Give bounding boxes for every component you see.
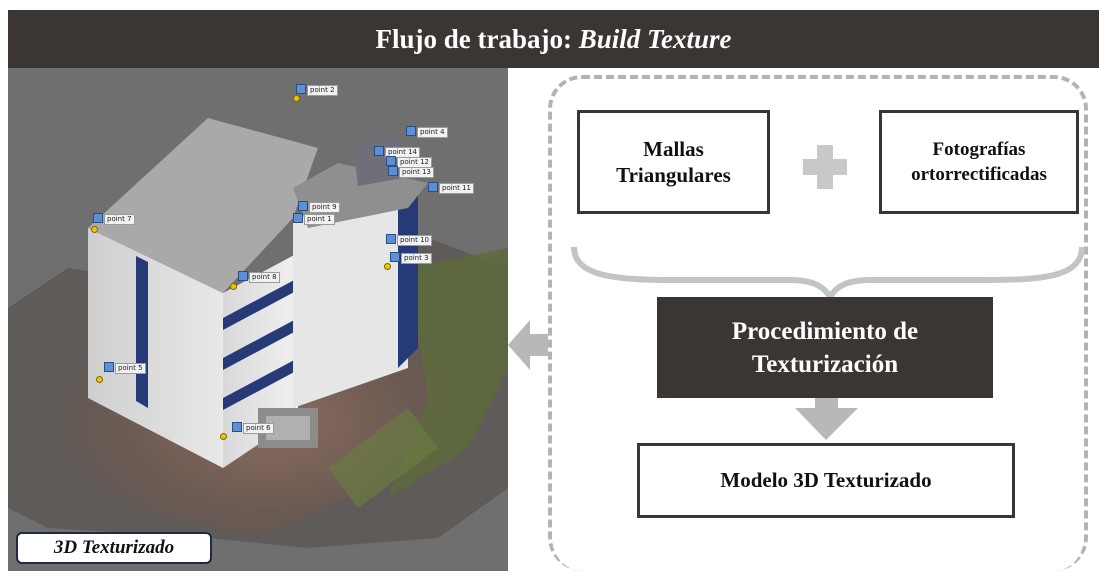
modelo-3d-box: Modelo 3D Texturizado	[637, 443, 1015, 518]
point-marker	[96, 376, 103, 383]
title-prefix: Flujo de trabajo:	[375, 23, 572, 54]
point-flag-icon	[104, 362, 114, 372]
point-label: point 6	[243, 423, 274, 434]
point-marker	[384, 263, 391, 270]
fotos-line2: ortorrectificadas	[911, 164, 1047, 185]
point-flag-icon	[298, 201, 308, 211]
point-flag-icon	[374, 146, 384, 156]
point-label: point 8	[249, 272, 280, 283]
point-flag-icon	[406, 126, 416, 136]
point-marker	[91, 226, 98, 233]
plus-icon	[803, 145, 847, 189]
point-flag-icon	[238, 271, 248, 281]
point-label: point 13	[399, 167, 434, 178]
point-label: point 5	[115, 363, 146, 374]
point-label: point 7	[104, 214, 135, 225]
point-label: point 2	[307, 85, 338, 96]
title-banner: Flujo de trabajo: Build Texture	[8, 10, 1099, 68]
procedimiento-box: Procedimiento de Texturización	[657, 297, 993, 398]
point-label: point 3	[401, 253, 432, 264]
procedimiento-line1: Procedimiento de	[731, 317, 919, 345]
left-arrow-icon	[508, 320, 548, 370]
down-arrow-icon	[795, 398, 858, 440]
point-marker	[220, 433, 227, 440]
model-caption: 3D Texturizado	[16, 532, 212, 564]
point-marker	[293, 95, 300, 102]
point-label: point 9	[309, 202, 340, 213]
fotos-line1: Fotografías	[932, 139, 1026, 160]
procedimiento-line2: Texturización	[751, 350, 899, 378]
dashed-workflow-frame	[548, 75, 1088, 571]
point-flag-icon	[386, 234, 396, 244]
mallas-line1: Mallas	[643, 137, 704, 161]
point-flag-icon	[232, 422, 242, 432]
building-render-illustration	[8, 68, 508, 571]
mallas-line2: Triangulares	[616, 163, 731, 187]
point-label: point 4	[417, 127, 448, 138]
mallas-triangulares-box: Mallas Triangulares	[577, 110, 770, 214]
point-label: point 1	[304, 214, 335, 225]
title-emphasis: Build Texture	[578, 23, 732, 54]
fotografias-box: Fotografías ortorrectificadas	[879, 110, 1079, 214]
point-flag-icon	[386, 156, 396, 166]
point-flag-icon	[293, 213, 303, 223]
textured-3d-model-render: point 2 point 4 point 14 point 12 point …	[8, 68, 508, 571]
point-flag-icon	[428, 182, 438, 192]
modelo-label: Modelo 3D Texturizado	[720, 468, 932, 492]
point-marker	[230, 283, 237, 290]
point-flag-icon	[388, 166, 398, 176]
point-flag-icon	[93, 213, 103, 223]
point-label: point 10	[397, 235, 432, 246]
point-flag-icon	[390, 252, 400, 262]
curly-brace	[571, 246, 1085, 304]
point-label: point 11	[439, 183, 474, 194]
point-flag-icon	[296, 84, 306, 94]
